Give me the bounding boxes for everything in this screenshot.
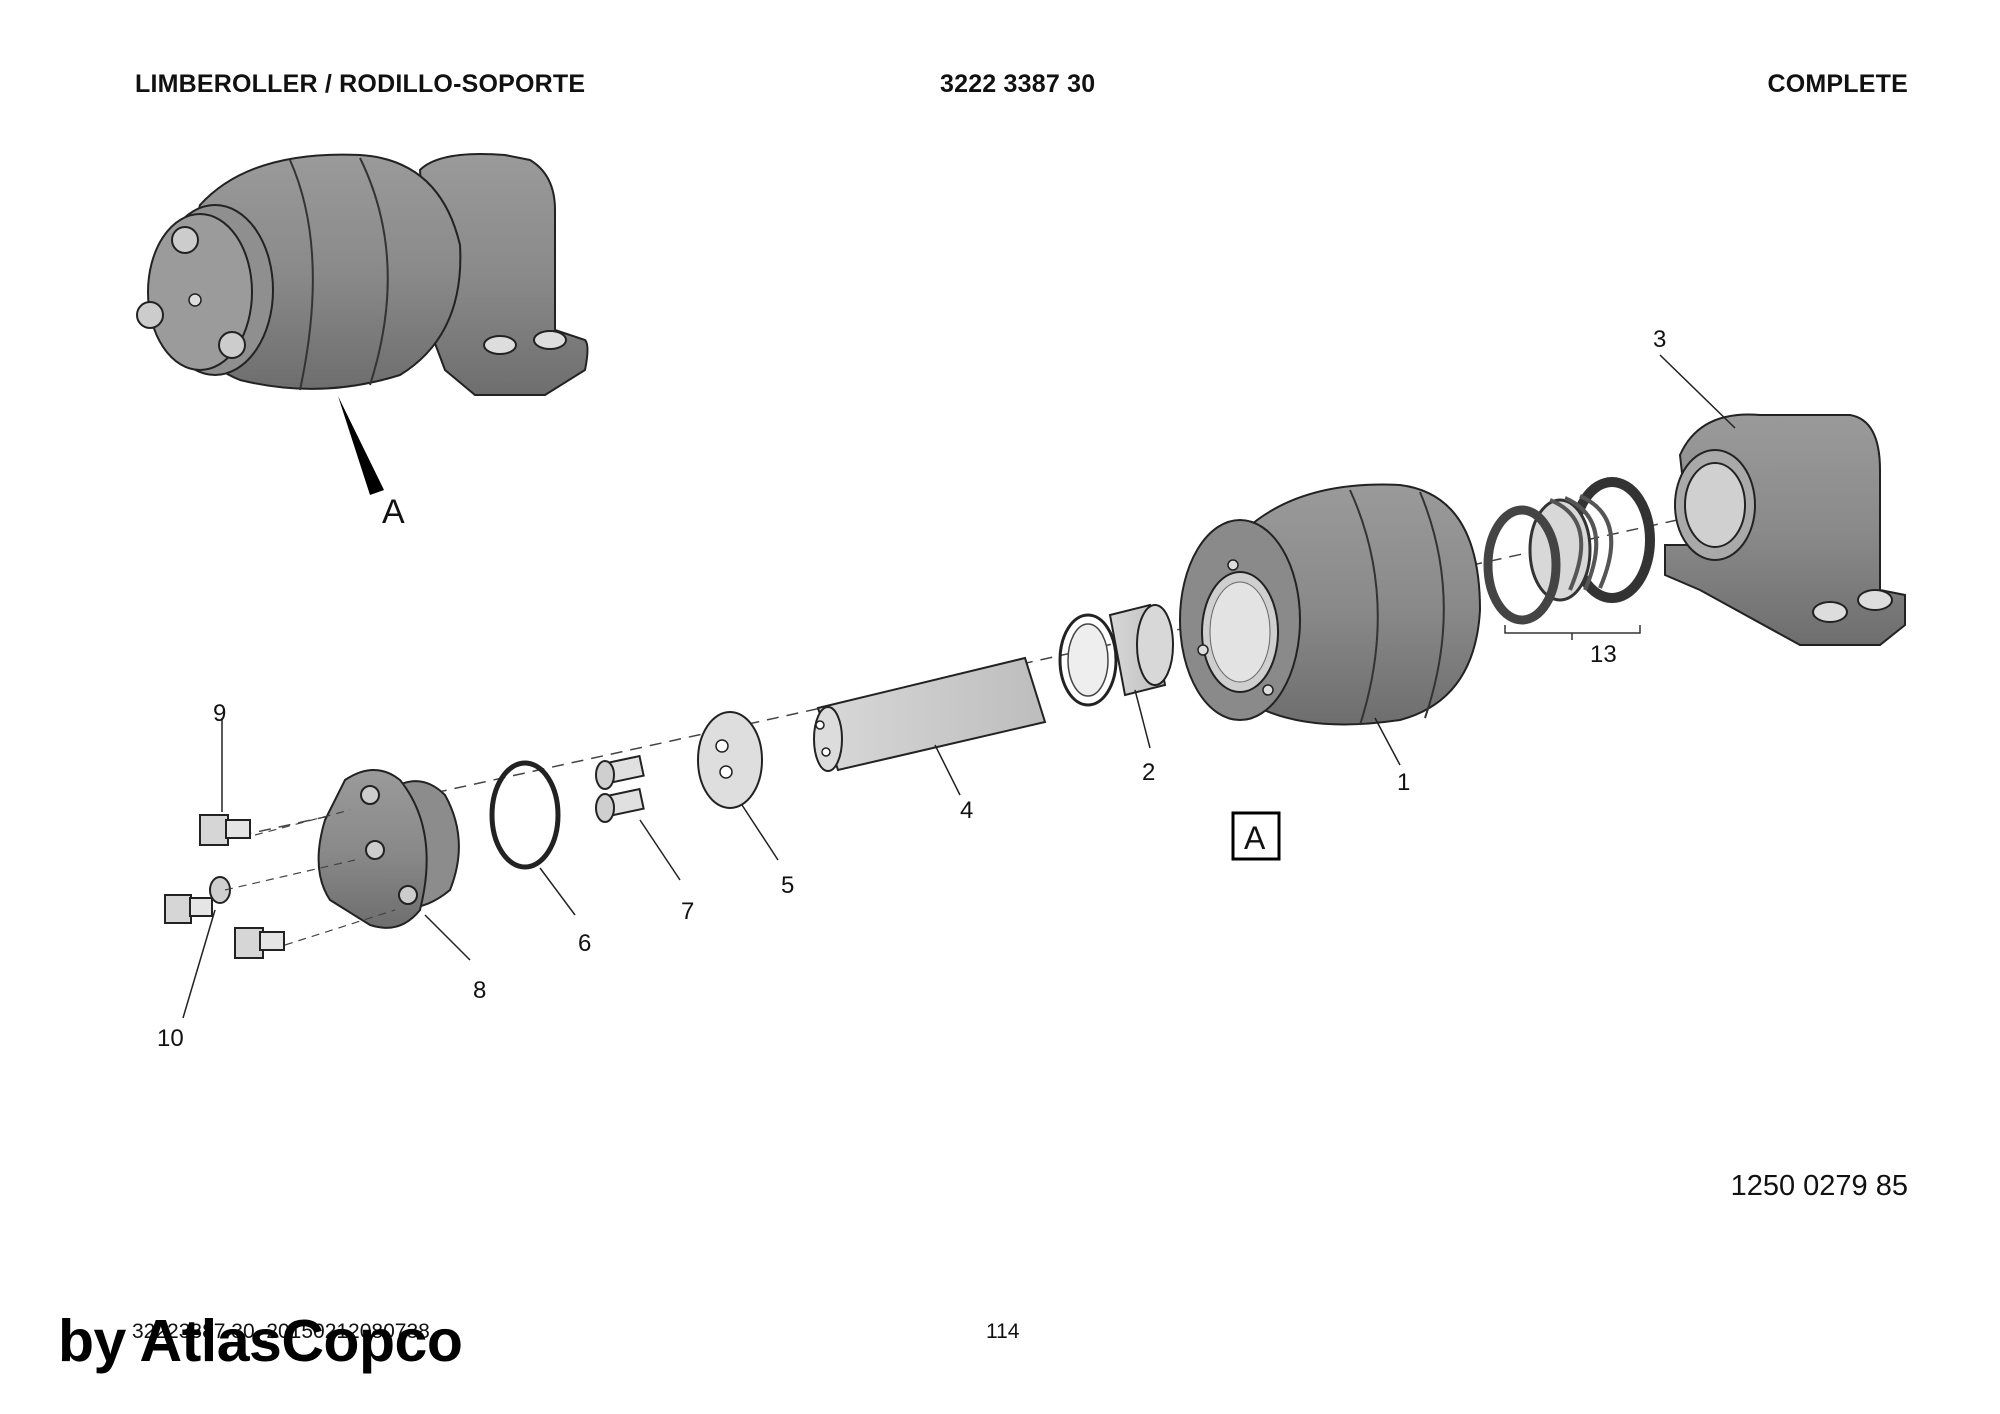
footer-code: 32223387 30_20150212080738 bbox=[132, 1320, 430, 1343]
part-13-seal-assembly bbox=[1483, 477, 1655, 640]
callout-1: 1 bbox=[1397, 769, 1410, 796]
callout-2: 2 bbox=[1142, 759, 1155, 786]
assembled-roller-view bbox=[136, 153, 589, 495]
part-7-screws bbox=[595, 754, 681, 881]
drawing-number: 1250 0279 85 bbox=[1730, 1170, 1908, 1202]
part-9-10-bolts bbox=[164, 718, 396, 1019]
callout-13: 13 bbox=[1590, 641, 1617, 668]
callout-5: 5 bbox=[781, 872, 794, 899]
part-1-roller bbox=[1179, 483, 1482, 766]
callout-6: 6 bbox=[578, 930, 591, 957]
part-6-o-ring bbox=[489, 760, 576, 916]
part-8-flange bbox=[317, 769, 471, 961]
part-3-bracket bbox=[1659, 354, 1906, 646]
view-box-label: A bbox=[1244, 820, 1266, 856]
page-number: 114 bbox=[986, 1320, 1020, 1343]
assembly-status: COMPLETE bbox=[1767, 70, 1908, 98]
page-title: LIMBEROLLER / RODILLO-SOPORTE bbox=[135, 70, 586, 98]
part-number: 3222 3387 30 bbox=[940, 70, 1096, 98]
callout-8: 8 bbox=[473, 977, 486, 1004]
callout-4: 4 bbox=[960, 797, 973, 824]
part-4-pin bbox=[813, 656, 1047, 796]
callout-3: 3 bbox=[1653, 326, 1666, 353]
callout-7: 7 bbox=[681, 898, 694, 925]
view-arrow-label: A bbox=[382, 493, 405, 531]
part-2-bushing bbox=[1058, 603, 1174, 749]
view-box-frame bbox=[1231, 811, 1281, 861]
callout-9: 9 bbox=[213, 700, 226, 727]
part-5-plate bbox=[697, 711, 779, 861]
watermark-text: by AtlasCopco bbox=[58, 1308, 463, 1374]
callout-10: 10 bbox=[157, 1025, 184, 1052]
